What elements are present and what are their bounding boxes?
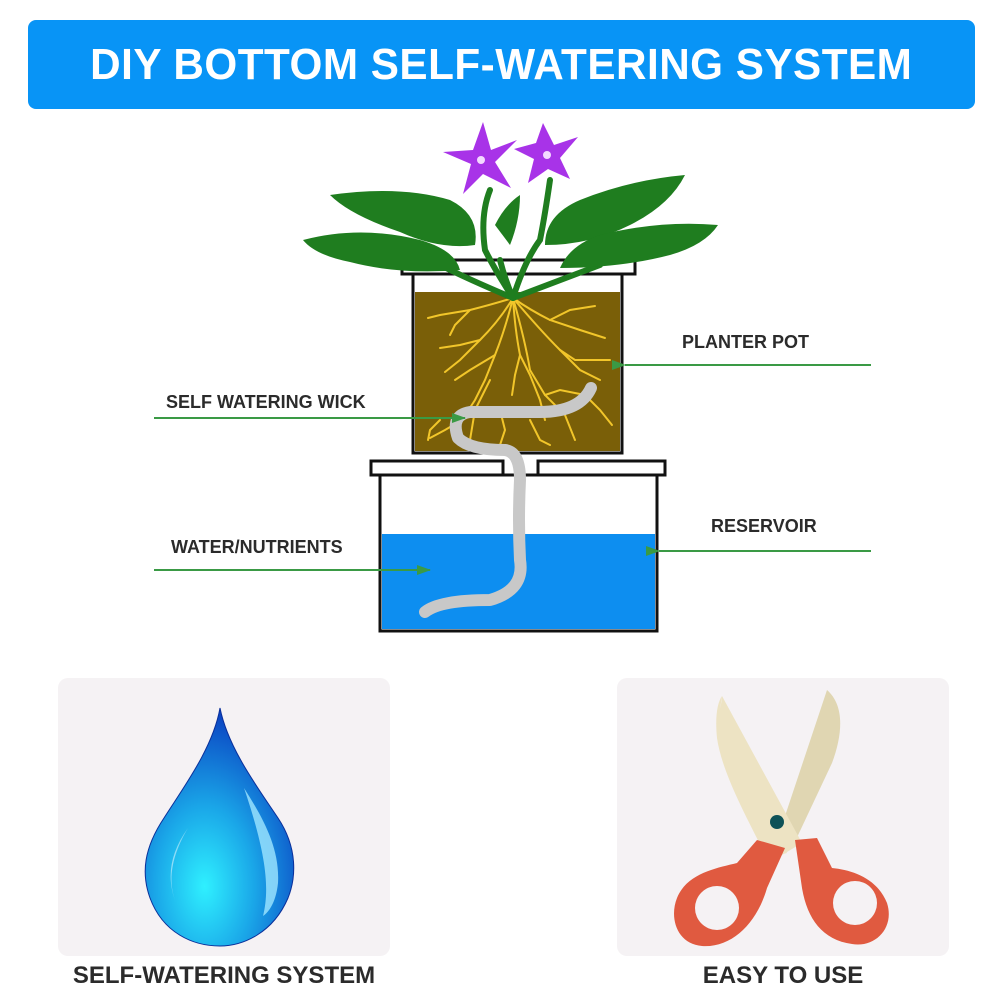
label-planter-pot: PLANTER POT xyxy=(682,332,810,352)
feature-caption-self-watering: SELF-WATERING SYSTEM xyxy=(72,962,376,989)
label-self-watering-wick: SELF WATERING WICK xyxy=(166,392,366,412)
water-drop-icon xyxy=(144,707,295,947)
wick xyxy=(419,382,597,618)
feature-caption-easy-to-use: EASY TO USE xyxy=(702,962,864,989)
page-title: DIY BOTTOM SELF-WATERING SYSTEM xyxy=(90,39,913,89)
plant-leaves xyxy=(303,175,718,272)
flowers xyxy=(443,122,578,194)
header-banner: DIY BOTTOM SELF-WATERING SYSTEM xyxy=(28,20,975,109)
scissors-icon xyxy=(674,690,889,947)
self-watering-diagram: PLANTER POT SELF WATERING WICK WATER/NUT… xyxy=(0,110,1000,670)
label-reservoir: RESERVOIR xyxy=(711,516,817,536)
feature-card-easy-to-use xyxy=(617,678,949,956)
feature-card-self-watering xyxy=(58,678,390,956)
label-water-nutrients: WATER/NUTRIENTS xyxy=(171,537,343,557)
diagram-illustration xyxy=(154,122,871,633)
